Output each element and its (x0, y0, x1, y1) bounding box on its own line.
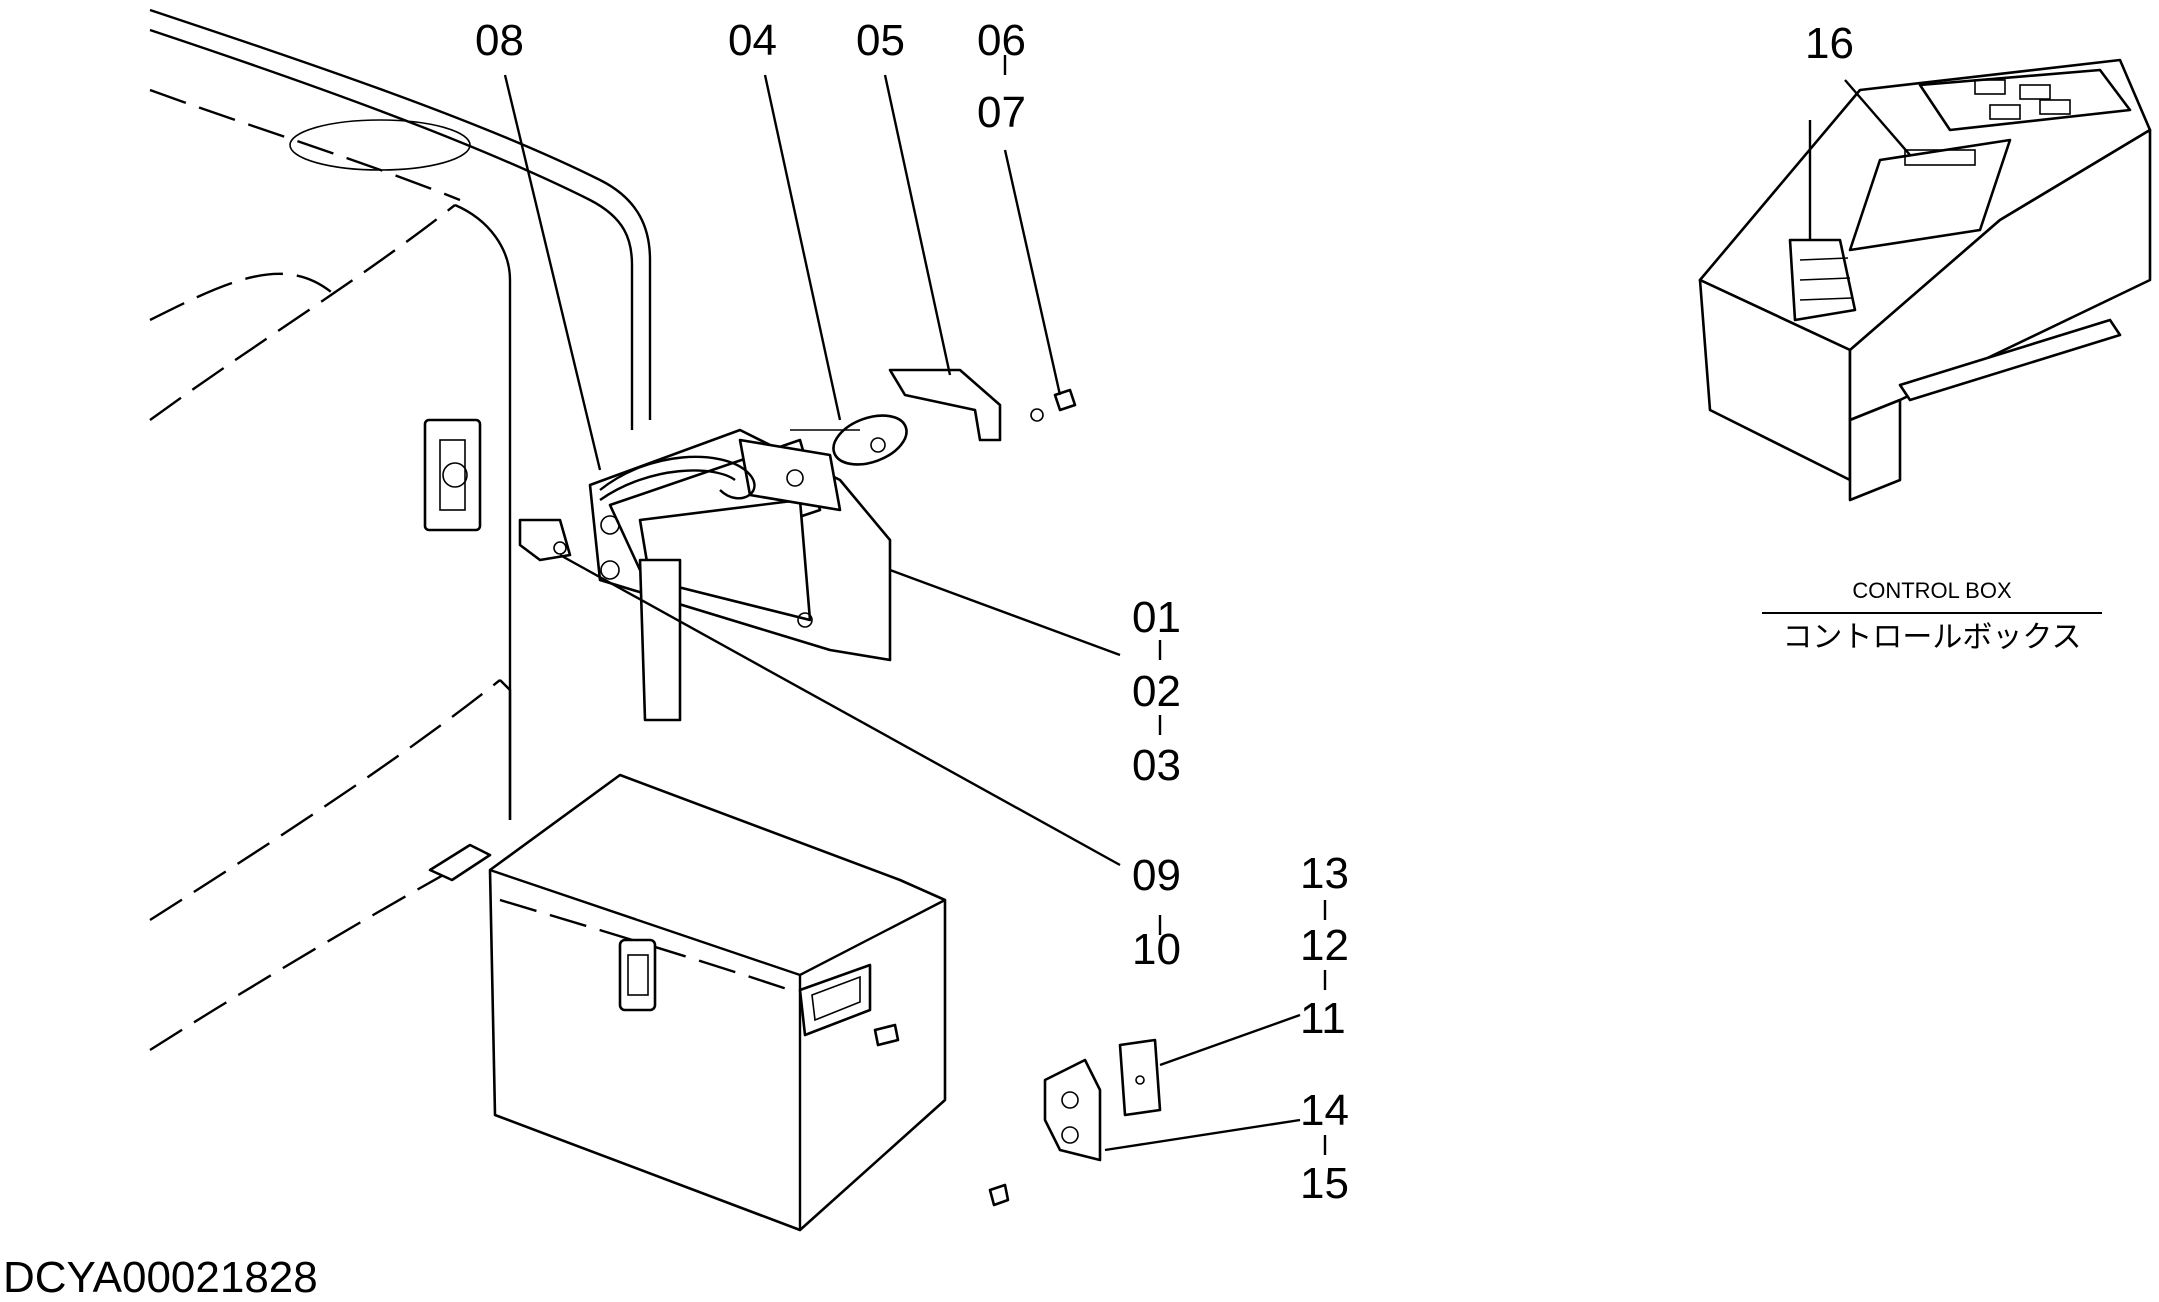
monitor-bracket (518, 428, 892, 722)
storage-box (488, 773, 947, 1232)
callout-04: 04 (728, 16, 777, 65)
callout-14: 14 (1300, 1086, 1349, 1135)
control-box-drawing (1698, 58, 2152, 502)
callout-03: 03 (1132, 741, 1181, 790)
callout-13: 13 (1300, 849, 1349, 898)
leader-lines (503, 55, 1327, 1155)
callout-08: 08 (475, 16, 524, 65)
callout-07: 07 (977, 88, 1026, 137)
cab-body (149, 8, 652, 1052)
callout-05: 05 (856, 16, 905, 65)
callout-09: 09 (1132, 851, 1181, 900)
inset-caption-english: CONTROL BOX (1852, 578, 2012, 603)
callout-06: 06 (977, 16, 1026, 65)
callout-16: 16 (1805, 19, 1854, 68)
drawing-code: DCYA00021828 (3, 1253, 318, 1302)
plate-parts (988, 1038, 1162, 1207)
callout-15: 15 (1300, 1159, 1349, 1208)
mount-parts (790, 368, 1077, 466)
callout-02: 02 (1132, 667, 1181, 716)
callout-10: 10 (1132, 925, 1181, 974)
inset-caption-japanese: コントロールボックス (1782, 620, 2081, 655)
callout-11: 11 (1300, 994, 1346, 1043)
callout-01: 01 (1132, 593, 1181, 642)
callout-12: 12 (1300, 921, 1349, 970)
